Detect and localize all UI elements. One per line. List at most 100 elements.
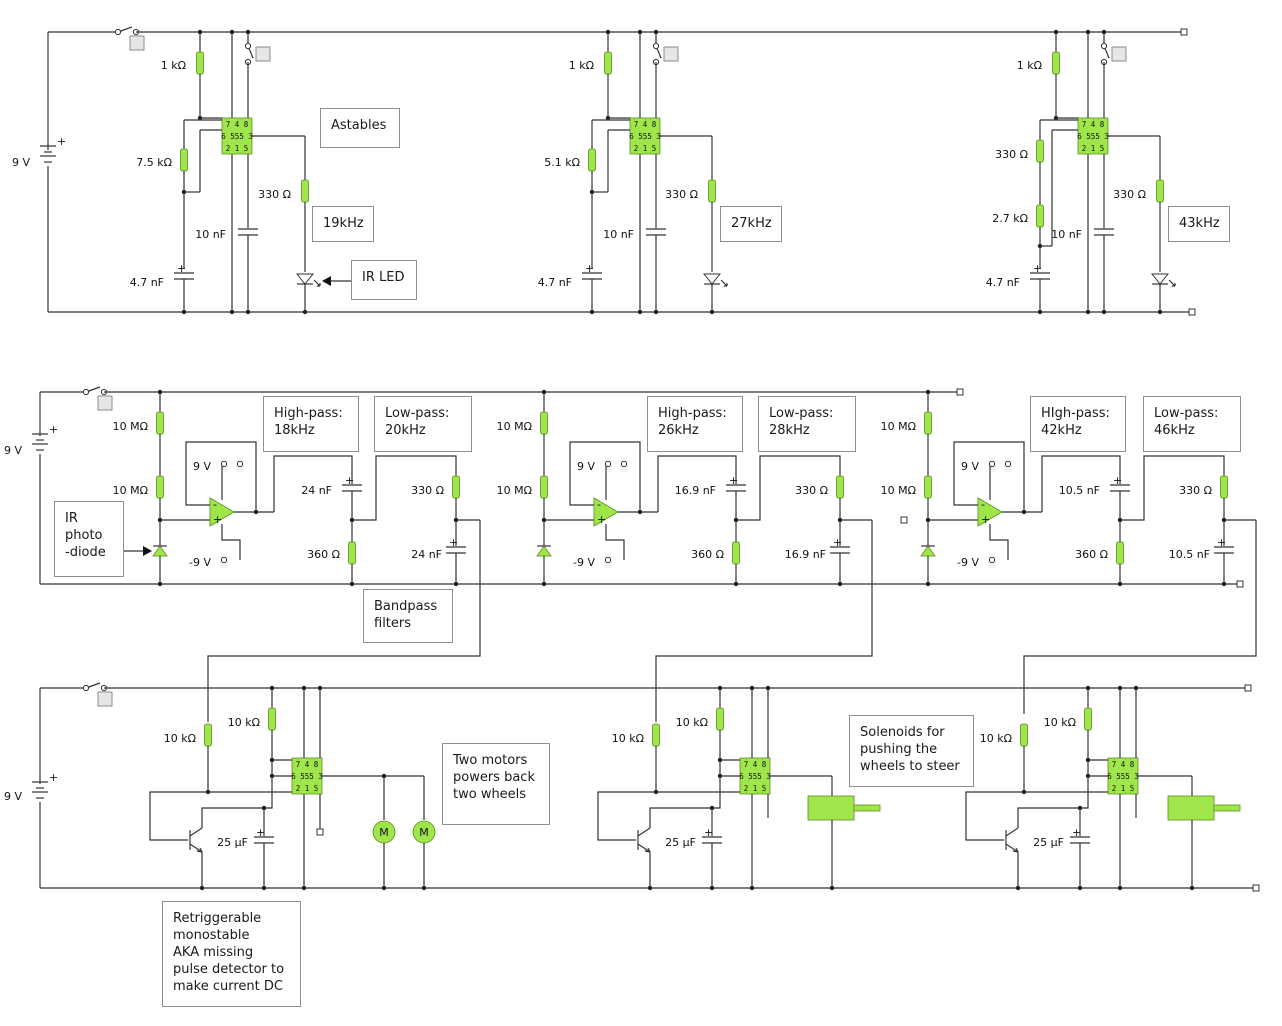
- junction: [647, 885, 653, 891]
- label-r-led-3: 330 Ω: [1113, 188, 1146, 201]
- chip-pins-top: 7 4 8: [1082, 120, 1105, 129]
- junction: [653, 29, 659, 35]
- junction: [1077, 885, 1083, 891]
- resistor-base-3: [1020, 723, 1028, 747]
- label-r-lp-3: 330 Ω: [1179, 484, 1212, 497]
- op-amp-minus: -: [981, 498, 985, 511]
- junction: [199, 885, 205, 891]
- op-amp-2: [593, 497, 619, 527]
- note-freq-43khz: 43kHz: [1168, 206, 1230, 242]
- label-r-mid2-3: 2.7 kΩ: [992, 212, 1028, 225]
- timer-chip-mono-3: [1107, 757, 1139, 795]
- note-bandpass: Bandpass filters: [363, 589, 453, 643]
- label-r2-3: 10 MΩ: [881, 484, 916, 497]
- resistor-bias2-1: [156, 475, 164, 499]
- label-c-hp-1: 24 nF: [301, 484, 332, 497]
- chip-pins-top: 7 4 8: [634, 120, 657, 129]
- resistor-bias1-2: [540, 411, 548, 435]
- junction: [245, 309, 251, 315]
- resistor-led-1: [301, 179, 309, 203]
- note-astables: Astables: [320, 108, 400, 148]
- junction: [541, 581, 547, 587]
- terminal: [82, 388, 90, 396]
- label-c-ctrl-1: 10 nF: [195, 228, 226, 241]
- chip-pins-bot: 2 1 5: [1082, 144, 1105, 153]
- chip-pins-mid: 6 555 3: [1077, 132, 1109, 141]
- note-lowpass-2: Low-pass: 28kHz: [758, 396, 856, 452]
- label-r-lp-1: 330 Ω: [411, 484, 444, 497]
- led-rays: [313, 279, 321, 287]
- transistor-arrow: [196, 847, 203, 853]
- transistor-3: [1005, 843, 1019, 853]
- label-r-base-1: 10 kΩ: [164, 732, 196, 745]
- note-highpass-1: High-pass: 18kHz: [263, 396, 359, 452]
- resistor-charge-2: [716, 707, 724, 731]
- switch-button: [129, 35, 145, 51]
- label-vpos-3: 9 V: [961, 460, 979, 473]
- terminal: [652, 42, 660, 50]
- junction: [925, 389, 931, 395]
- junction: [637, 309, 643, 315]
- motor-label-1: M: [379, 826, 389, 839]
- wire: [649, 776, 721, 828]
- terminal: [316, 828, 324, 836]
- junction: [749, 685, 755, 691]
- supply-label-row2: 9 V: [4, 444, 22, 457]
- junction: [421, 885, 427, 891]
- transistor-1: [189, 827, 203, 837]
- resistor-top-3: [1052, 51, 1060, 75]
- solenoid-2: [1167, 795, 1215, 821]
- resistor-bias2-3: [924, 475, 932, 499]
- op-amp-3: [977, 497, 1003, 527]
- cap-plus: +: [585, 262, 594, 275]
- label-r-base-2: 10 kΩ: [612, 732, 644, 745]
- resistor-charge-3: [1084, 707, 1092, 731]
- note-freq-27khz: 27kHz: [720, 206, 782, 242]
- note-ir-led: IR LED: [351, 260, 417, 300]
- label-c-timing-1: 4.7 nF: [130, 276, 164, 289]
- label-r-mid-2: 5.1 kΩ: [544, 156, 580, 169]
- label-r2-1: 10 MΩ: [113, 484, 148, 497]
- junction: [637, 509, 643, 515]
- resistor-base-2: [652, 723, 660, 747]
- wire: [352, 455, 457, 521]
- note-solenoids: Solenoids for pushing the wheels to stee…: [849, 715, 974, 787]
- label-c-lp-1: 24 nF: [411, 548, 442, 561]
- terminal: [1100, 42, 1108, 50]
- arrow-head: [143, 546, 152, 556]
- junction: [157, 581, 163, 587]
- wire: [1041, 455, 1121, 512]
- ir-led-1: [295, 273, 315, 285]
- label-cap-mono-1: 25 µF: [217, 836, 248, 849]
- note-motors: Two motors powers back two wheels: [442, 743, 550, 825]
- note-highpass-2: High-pass: 26kHz: [647, 396, 743, 452]
- photodiode-2: [536, 545, 552, 557]
- label-cap-mono-3: 25 µF: [1033, 836, 1064, 849]
- resistor-led-3: [1156, 179, 1164, 203]
- resistor-timing2-3: [1036, 204, 1044, 228]
- terminal: [82, 684, 90, 692]
- terminal: [1188, 308, 1196, 316]
- junction: [1101, 309, 1107, 315]
- junction: [749, 885, 755, 891]
- note-lowpass-3: Low-pass: 46kHz: [1143, 396, 1241, 452]
- label-r-top3-1: 10 kΩ: [228, 716, 260, 729]
- timer-chip-mono-2: [739, 757, 771, 795]
- cap-plus: +: [1072, 826, 1081, 839]
- label-c-timing-3: 4.7 nF: [986, 276, 1020, 289]
- label-vpos-1: 9 V: [193, 460, 211, 473]
- resistor-bias1-1: [156, 411, 164, 435]
- chip-pins-bot: 2 1 5: [634, 144, 657, 153]
- label-r1-1: 10 MΩ: [113, 420, 148, 433]
- switch-button: [663, 46, 679, 62]
- transistor-3: [1005, 827, 1019, 837]
- label-r-top3-2: 10 kΩ: [676, 716, 708, 729]
- junction: [709, 309, 715, 315]
- solenoid-plunger-2: [1213, 804, 1241, 812]
- chip-pins-mid: 6 555 3: [221, 132, 253, 141]
- timer-chip-2: [629, 117, 661, 155]
- junction: [541, 389, 547, 395]
- chip-pins-bot: 2 1 5: [1112, 784, 1135, 793]
- resistor-timing-2: [588, 148, 596, 172]
- resistor-bias1-3: [924, 411, 932, 435]
